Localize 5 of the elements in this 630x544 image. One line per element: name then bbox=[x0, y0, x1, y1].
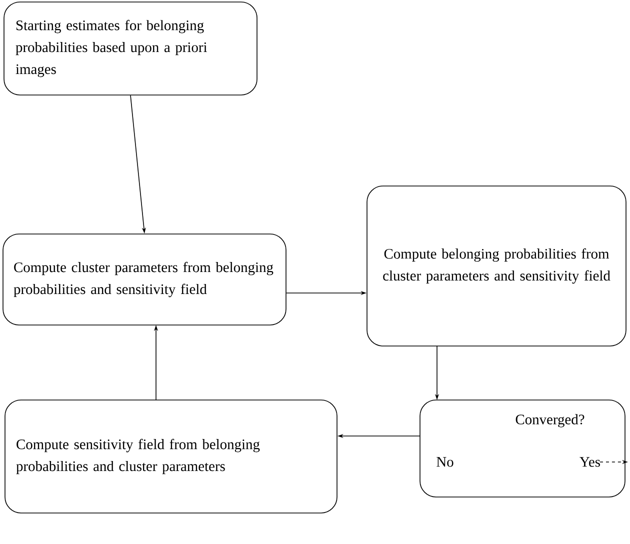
process-box: Compute belonging probabilities from cluster parameters and sensitivity field bbox=[366, 186, 626, 346]
process-box: Compute cluster parameters from belonging probabilities and sensitivity field bbox=[2, 234, 286, 326]
decision-box: Converged? No Yes bbox=[420, 400, 626, 498]
process-box: Starting estimates for belonging probabilities based upon a priori images bbox=[4, 2, 258, 96]
process-box: Compute sensitivity field from belonging probabilities and cluster parameters bbox=[4, 400, 338, 514]
